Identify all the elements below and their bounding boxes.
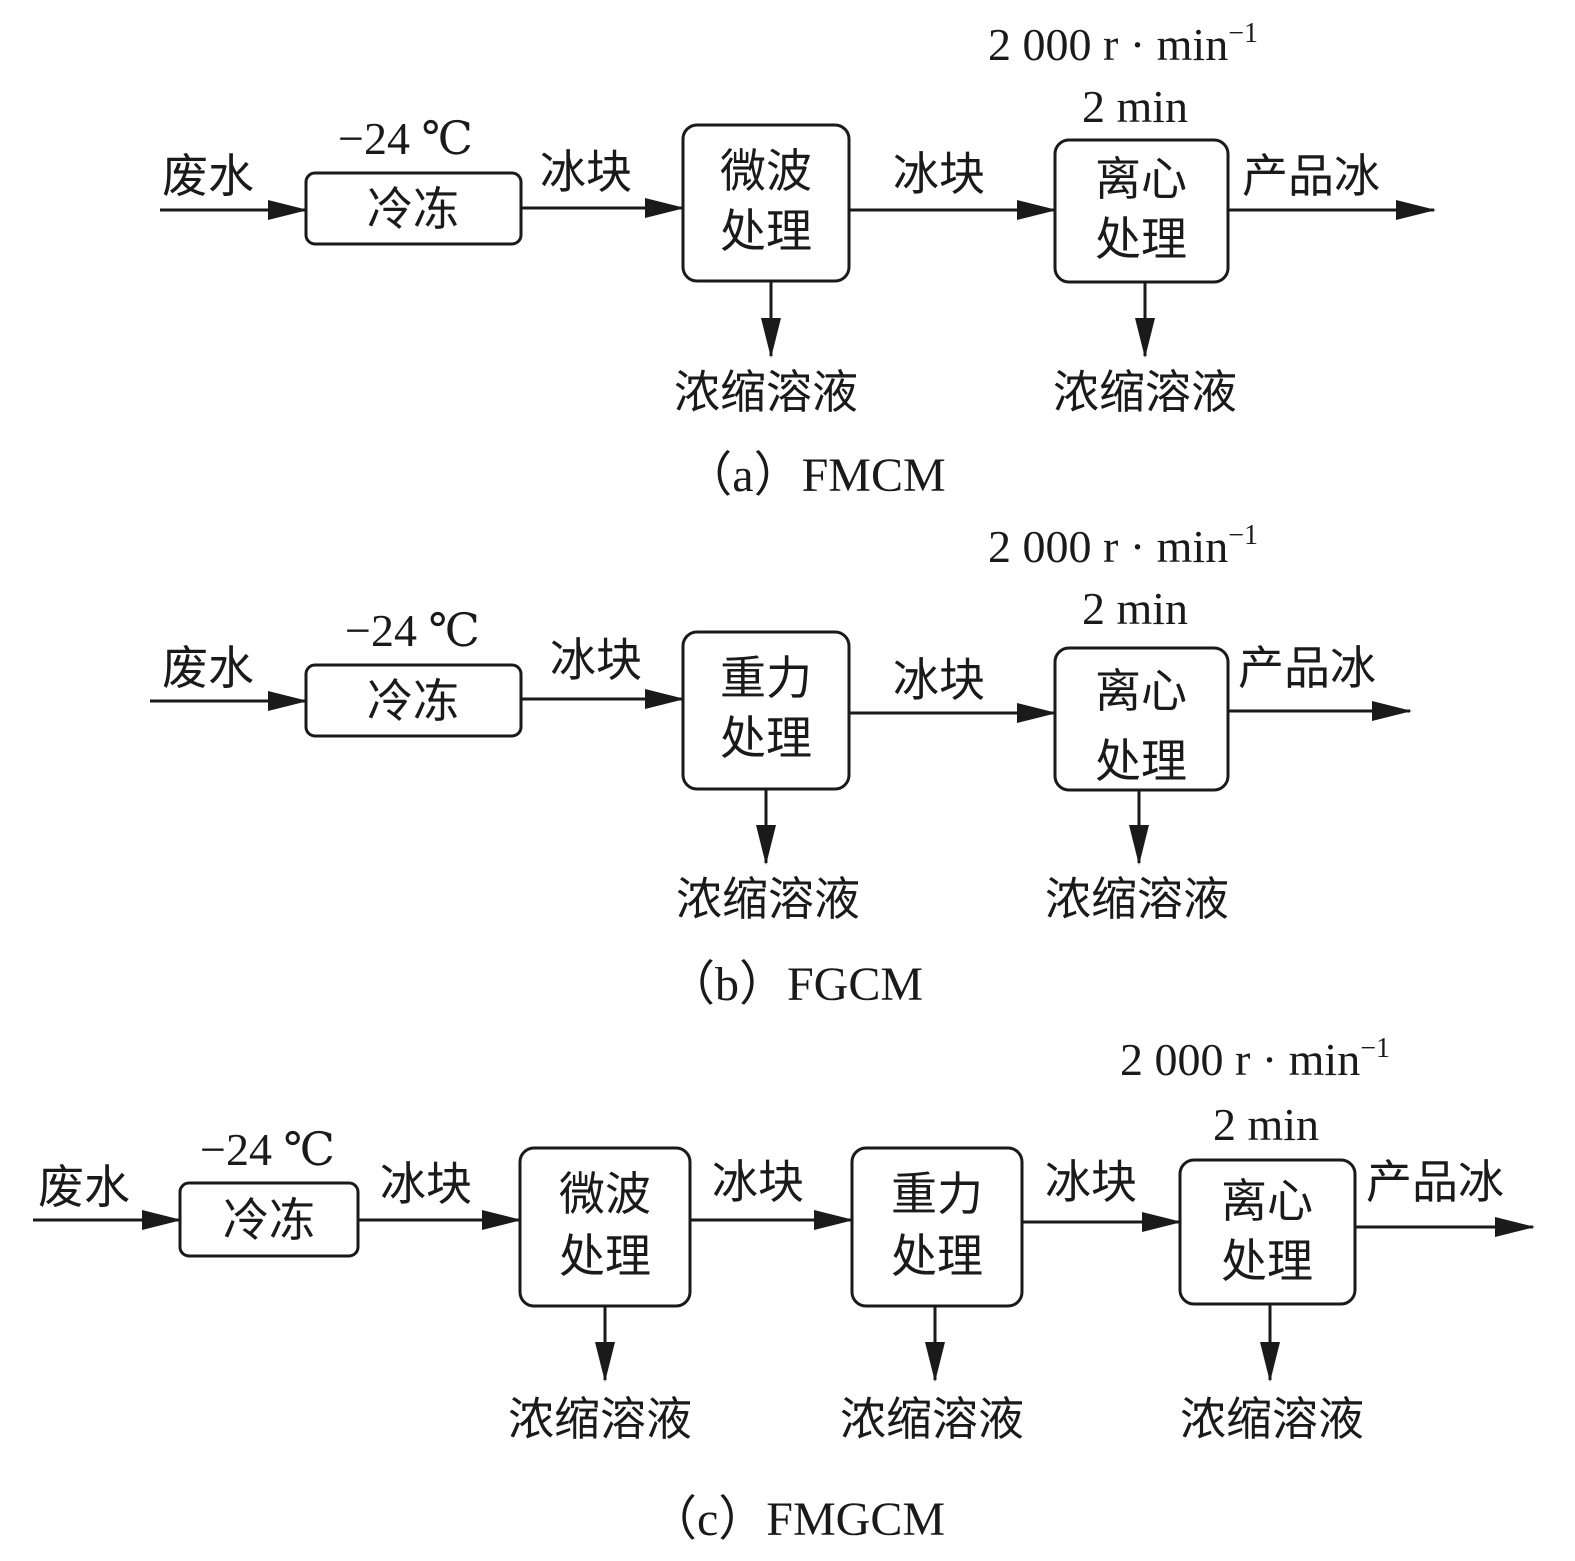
diagram-a: 废水 −24 ℃ 冷冻 冰块 微波 处理 浓缩溶液 冰块 2 000 r · m… xyxy=(160,18,1436,502)
microwave-label-2: 处理 xyxy=(720,204,812,258)
duration-label: 2 min xyxy=(1082,81,1188,132)
gravity-label-2: 处理 xyxy=(720,711,812,765)
gravity-box xyxy=(850,1146,1024,1308)
concentrate-label: 浓缩溶液 xyxy=(674,365,858,419)
speed-label: 2 000 r · min−1 xyxy=(988,18,1258,70)
microwave-label-2: 处理 xyxy=(559,1229,651,1283)
caption-b: （b）FGCM xyxy=(667,958,923,1011)
centrifuge-box xyxy=(1178,1158,1357,1306)
centrifuge-label-2: 处理 xyxy=(1095,212,1187,266)
gravity-label-2: 处理 xyxy=(891,1229,983,1283)
microwave-label-1: 微波 xyxy=(720,144,812,198)
diagram-b: 废水 −24 ℃ 冷冻 冰块 重力 处理 浓缩溶液 冰块 2 000 r · m… xyxy=(150,520,1412,1011)
product-label: 产品冰 xyxy=(1366,1155,1504,1209)
duration-label: 2 min xyxy=(1082,583,1188,634)
gravity-label-1: 重力 xyxy=(891,1167,983,1221)
concentrate-label: 浓缩溶液 xyxy=(508,1392,692,1446)
centrifuge-label-2: 处理 xyxy=(1095,734,1187,788)
ice-block-label: 冰块 xyxy=(540,145,632,199)
product-label: 产品冰 xyxy=(1242,149,1380,203)
duration-label: 2 min xyxy=(1213,1099,1319,1150)
speed-label: 2 000 r · min−1 xyxy=(1120,1033,1390,1085)
freeze-label: 冷冻 xyxy=(223,1193,315,1247)
centrifuge-box xyxy=(1053,646,1230,792)
freeze-label: 冷冻 xyxy=(367,182,459,236)
ice-block-label: 冰块 xyxy=(1045,1155,1137,1209)
microwave-box xyxy=(681,123,851,283)
product-label: 产品冰 xyxy=(1238,641,1376,695)
caption-a: （a）FMCM xyxy=(684,449,945,502)
centrifuge-label-1: 离心 xyxy=(1095,664,1187,718)
diagram-c: 废水 −24 ℃ 冷冻 冰块 微波 处理 浓缩溶液 冰块 重力 处理 浓缩溶液 … xyxy=(33,1033,1535,1546)
temperature-label: −24 ℃ xyxy=(345,605,480,656)
freeze-label: 冷冻 xyxy=(367,674,459,728)
ice-block-label: 冰块 xyxy=(893,147,985,201)
speed-label: 2 000 r · min−1 xyxy=(988,520,1258,572)
centrifuge-label-2: 处理 xyxy=(1221,1234,1313,1288)
concentrate-label: 浓缩溶液 xyxy=(840,1392,1024,1446)
temperature-label: −24 ℃ xyxy=(200,1124,335,1175)
centrifuge-label-1: 离心 xyxy=(1095,152,1187,206)
feed-label: 废水 xyxy=(162,641,254,695)
ice-block-label: 冰块 xyxy=(550,633,642,687)
ice-block-label: 冰块 xyxy=(380,1157,472,1211)
centrifuge-label-1: 离心 xyxy=(1221,1174,1313,1228)
concentrate-label: 浓缩溶液 xyxy=(676,872,860,926)
temperature-label: −24 ℃ xyxy=(338,113,473,164)
concentrate-label: 浓缩溶液 xyxy=(1180,1392,1364,1446)
concentrate-label: 浓缩溶液 xyxy=(1053,365,1237,419)
ice-block-label: 冰块 xyxy=(712,1155,804,1209)
concentrate-label: 浓缩溶液 xyxy=(1045,872,1229,926)
caption-c: （c）FMGCM xyxy=(649,1493,945,1546)
gravity-label-1: 重力 xyxy=(720,651,812,705)
feed-label: 废水 xyxy=(38,1160,130,1214)
ice-block-label: 冰块 xyxy=(893,653,985,707)
feed-label: 废水 xyxy=(162,149,254,203)
microwave-label-1: 微波 xyxy=(559,1167,651,1221)
